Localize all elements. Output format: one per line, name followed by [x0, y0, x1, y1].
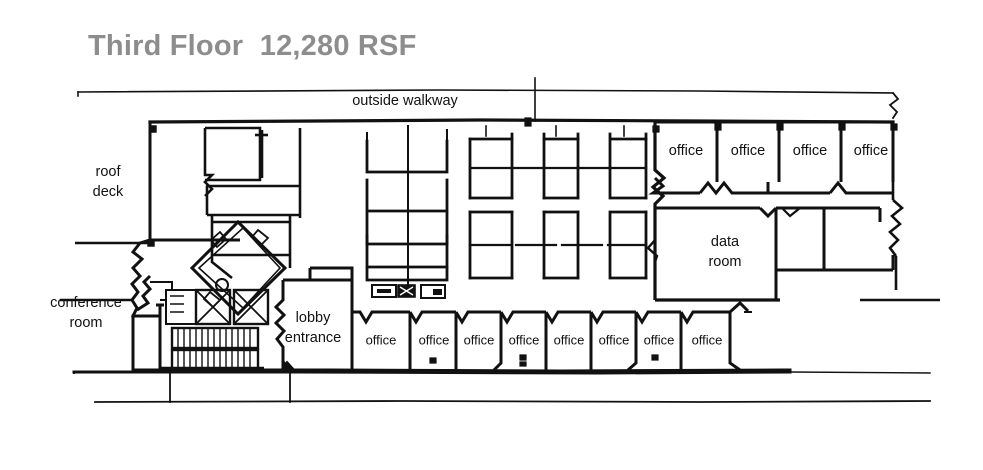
- label-office-bottom-8: office: [692, 332, 723, 347]
- workstation-block-left: [365, 125, 449, 286]
- label-outside-walkway: outside walkway: [352, 93, 458, 109]
- roof-deck-area: [147, 122, 240, 247]
- zone-divider-wall: [650, 122, 780, 302]
- label-office-bottom-2: office: [419, 332, 450, 347]
- label-office-bottom-3: office: [464, 332, 495, 347]
- bottom-office-labels: office office office office office office offi…: [366, 332, 723, 347]
- label-office-top-2: office: [731, 143, 765, 159]
- label-data-room-line2: room: [708, 254, 741, 270]
- label-roof-deck-line1: roof: [96, 164, 122, 180]
- outside-walkway-band: [77, 77, 900, 127]
- equipment-symbols: [371, 284, 446, 299]
- bottom-offices-walls: [350, 300, 752, 372]
- label-office-bottom-7: office: [644, 332, 675, 347]
- left-break-line: [60, 241, 150, 302]
- label-conference-line1: conference: [50, 295, 122, 311]
- workstation-grid-lower: [468, 210, 648, 280]
- label-data-room-line1: data: [711, 234, 740, 250]
- page-title: Third Floor 12,280 RSF: [88, 30, 417, 62]
- core-fixtures: [150, 278, 229, 292]
- small-rooms-right: [774, 206, 895, 272]
- label-office-top-1: office: [669, 143, 703, 159]
- core-area: [203, 126, 302, 280]
- label-roof-deck-line2: deck: [93, 184, 124, 200]
- label-conference-line2: room: [69, 315, 102, 331]
- right-break-edge: [860, 122, 940, 302]
- label-office-bottom-5: office: [554, 332, 585, 347]
- label-lobby-line1: lobby: [296, 310, 331, 326]
- lower-deck-lines: [73, 366, 264, 374]
- stairs: [160, 289, 260, 372]
- label-office-bottom-1: office: [366, 332, 397, 347]
- bottom-walkway-band: [72, 360, 931, 403]
- label-office-top-4: office: [854, 143, 888, 159]
- workstation-grid-upper: [468, 125, 648, 200]
- conference-room-walls: [131, 274, 164, 370]
- plan-labels: outside walkway roof deck conference roo…: [50, 93, 741, 346]
- label-office-top-3: office: [793, 143, 827, 159]
- label-office-bottom-6: office: [599, 332, 630, 347]
- label-office-bottom-4: office: [509, 332, 540, 347]
- top-office-labels: office office office office: [669, 143, 888, 159]
- label-lobby-line2: entrance: [285, 330, 341, 346]
